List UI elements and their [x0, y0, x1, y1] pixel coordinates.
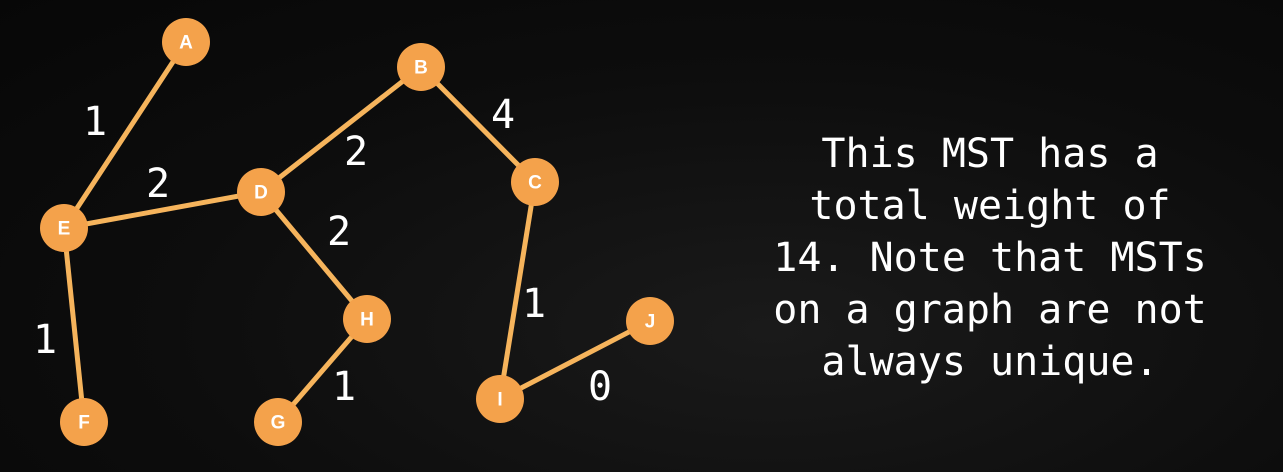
caption-line-4: on a graph are not: [773, 287, 1207, 333]
edge-weight-c-i: 1: [522, 281, 546, 327]
edge-weight-a-e: 1: [83, 99, 107, 145]
node-g: G: [254, 398, 302, 446]
edge-weight-e-d: 2: [146, 161, 170, 207]
node-i: I: [476, 375, 524, 423]
node-circle-c: [511, 158, 559, 206]
node-circle-i: [476, 375, 524, 423]
node-label-d: D: [254, 183, 268, 204]
edge-weight-b-c: 4: [491, 92, 515, 138]
nodes-layer: A B C D E F G H I J: [40, 18, 674, 446]
node-b: B: [397, 43, 445, 91]
edge-d-b: [258, 64, 424, 195]
node-label-g: G: [271, 413, 286, 434]
edge-weight-h-g: 1: [332, 364, 356, 410]
node-circle-f: [60, 398, 108, 446]
caption-line-2: total weight of: [809, 183, 1171, 229]
edge-e-f: [61, 225, 87, 425]
caption-line-3: 14. Note that MSTs: [773, 235, 1207, 281]
node-label-c: C: [528, 173, 542, 194]
edges-layer: [61, 39, 653, 425]
node-label-j: J: [645, 312, 656, 333]
node-circle-a: [162, 18, 210, 66]
edge-a-e: [61, 39, 189, 231]
node-e: E: [40, 204, 88, 252]
node-circle-b: [397, 43, 445, 91]
edge-weight-d-h: 2: [327, 209, 351, 255]
caption-line-5: always unique.: [821, 339, 1159, 385]
node-circle-h: [343, 295, 391, 343]
node-h: H: [343, 295, 391, 343]
node-label-i: I: [497, 390, 502, 411]
node-circle-j: [626, 297, 674, 345]
edge-weight-d-b: 2: [344, 129, 368, 175]
edge-weight-i-j: 0: [588, 364, 612, 410]
node-label-f: F: [78, 413, 90, 434]
edge-e-d: [61, 189, 264, 231]
node-circle-d: [237, 168, 285, 216]
edge-i-j: [497, 318, 653, 402]
node-label-b: B: [414, 58, 428, 79]
node-d: D: [237, 168, 285, 216]
node-label-e: E: [58, 219, 71, 240]
caption-line-1: This MST has a: [821, 131, 1159, 177]
node-label-a: A: [179, 33, 193, 54]
caption-text: This MST has a total weight of 14. Note …: [700, 128, 1280, 388]
node-j: J: [626, 297, 674, 345]
edge-d-h: [258, 189, 370, 322]
edge-c-i: [497, 179, 538, 402]
edge-weight-e-f: 1: [33, 317, 57, 363]
node-circle-g: [254, 398, 302, 446]
node-f: F: [60, 398, 108, 446]
node-a: A: [162, 18, 210, 66]
node-label-h: H: [360, 310, 374, 331]
edge-b-c: [418, 64, 538, 185]
node-circle-e: [40, 204, 88, 252]
node-c: C: [511, 158, 559, 206]
